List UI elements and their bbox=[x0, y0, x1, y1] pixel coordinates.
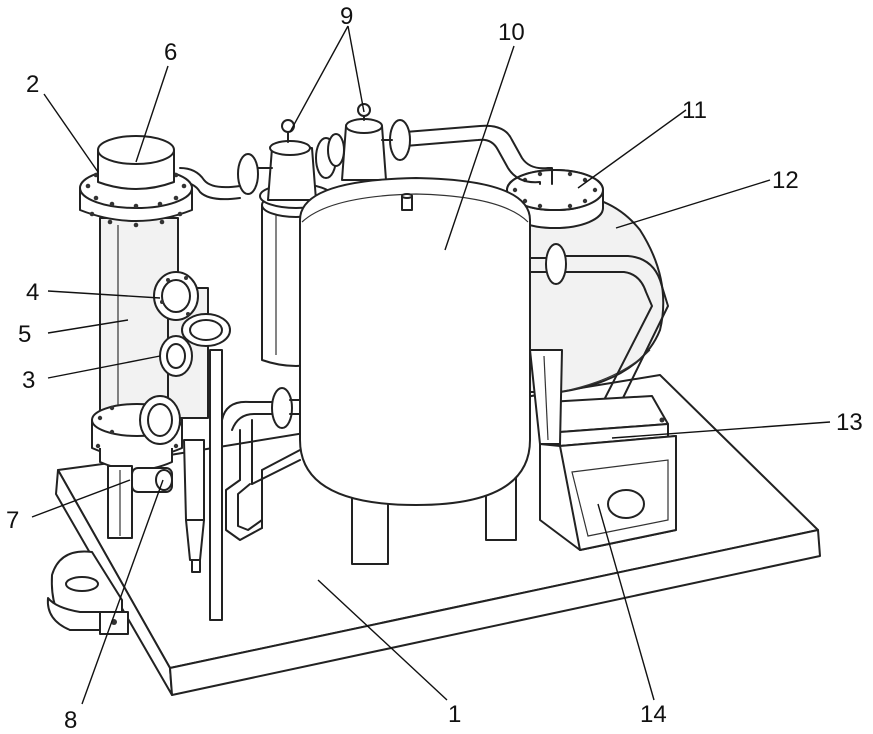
callout-4: 4 bbox=[26, 279, 39, 306]
callout-6: 6 bbox=[164, 39, 177, 66]
callout-11: 11 bbox=[682, 97, 707, 124]
callout-14: 14 bbox=[640, 701, 667, 728]
callout-9: 9 bbox=[340, 3, 353, 30]
callout-1: 1 bbox=[448, 701, 461, 728]
callout-2: 2 bbox=[26, 71, 39, 98]
support-leg-7 bbox=[108, 466, 132, 538]
valve-9-right bbox=[328, 104, 410, 180]
callout-10: 10 bbox=[498, 19, 525, 46]
callout-12: 12 bbox=[772, 167, 799, 194]
drain-valve-8 bbox=[132, 468, 172, 492]
callout-3: 3 bbox=[22, 367, 35, 394]
cap-6 bbox=[98, 136, 174, 189]
callout-7: 7 bbox=[6, 507, 19, 534]
callout-5: 5 bbox=[18, 321, 31, 348]
callout-13: 13 bbox=[836, 409, 863, 436]
callout-8: 8 bbox=[64, 707, 77, 734]
